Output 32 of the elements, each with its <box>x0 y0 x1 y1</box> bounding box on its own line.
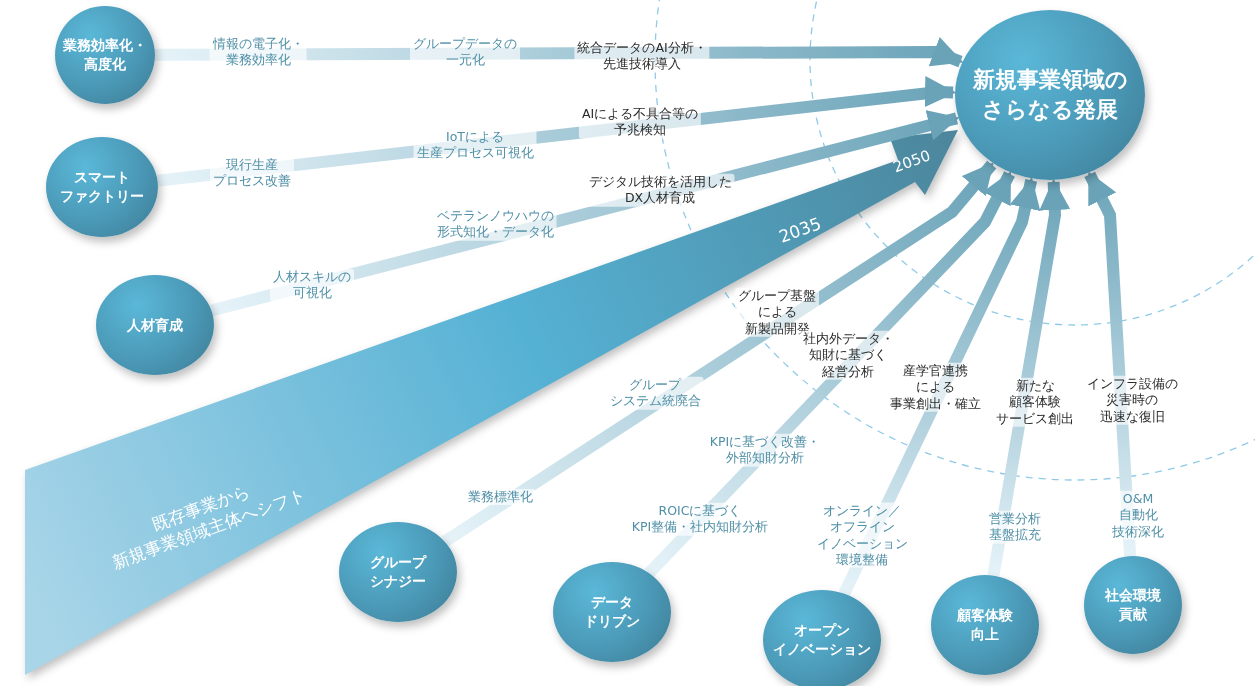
node-label: 業務効率化・高度化 <box>63 36 147 74</box>
arrow <box>838 177 1041 597</box>
arrow <box>987 178 1071 577</box>
node-label: グループシナジー <box>370 553 426 591</box>
node-label: 新規事業領域のさらなる発展 <box>972 66 1128 124</box>
step-label: 統合データのAI分析・先進技術導入 <box>574 39 710 73</box>
arrow <box>441 160 997 547</box>
arrow <box>156 76 957 187</box>
step-label: 人材スキルの可視化 <box>270 268 354 302</box>
year-label: 2050 <box>890 146 934 178</box>
node-label: スマートファクトリー <box>60 168 144 206</box>
circle-node <box>1084 556 1182 654</box>
year-label: 2035 <box>775 212 825 248</box>
circle-node <box>55 6 155 104</box>
node-label: 人材育成 <box>127 315 183 335</box>
step-label: 情報の電子化・業務効率化 <box>209 35 307 69</box>
node-label: 顧客体験向上 <box>957 606 1013 644</box>
step-label: O&M自動化技術深化 <box>1109 490 1167 540</box>
arrow <box>1084 171 1137 557</box>
step-label: AIによる不具合等の予兆検知 <box>578 105 702 139</box>
step-label: IoTによる生産プロセス可視化 <box>413 128 537 162</box>
arrow <box>154 37 964 68</box>
circle-node <box>553 562 671 662</box>
node-label: 社会環境貢献 <box>1105 586 1161 624</box>
step-label: グループデータの一元化 <box>410 35 520 69</box>
step-label: 現行生産プロセス改善 <box>210 156 294 190</box>
band-label: 既存事業から新規事業領域主体へシフト <box>108 479 309 574</box>
arrow <box>209 110 960 317</box>
node-label: データドリブン <box>584 593 640 631</box>
step-label: 営業分析基盤拡充 <box>986 510 1044 544</box>
node-label: オープンイノベーション <box>773 621 871 659</box>
arrow <box>644 171 1015 578</box>
